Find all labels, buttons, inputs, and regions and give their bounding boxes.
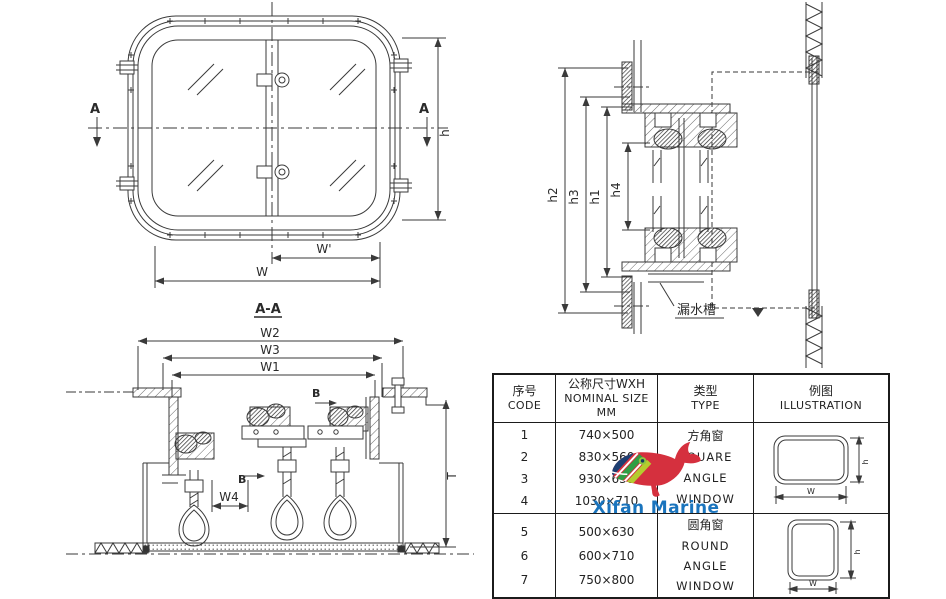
clamp-left — [174, 431, 215, 547]
header-size-en: NOMINAL SIZE — [564, 392, 649, 405]
type-en-line: ANGLE — [683, 559, 728, 573]
size-value: 740×500 — [578, 428, 635, 442]
header-size-unit: MM — [596, 406, 617, 419]
dim-w4-label: W4 — [219, 490, 239, 504]
illus-dim-h: h — [853, 549, 862, 554]
aa-title: A-A — [255, 302, 281, 317]
header-code-zh: 序号 — [512, 384, 537, 398]
header-type: 类型 TYPE — [658, 375, 754, 423]
type-zh: 圆角窗 — [687, 518, 724, 532]
hidden-plating — [711, 71, 818, 309]
type-en-line: ROUND — [681, 539, 730, 553]
code-value: 2 — [520, 450, 529, 464]
drain-label: 漏水槽 — [677, 302, 716, 318]
dim-w1-label: W1 — [260, 360, 280, 374]
illustration-round-window: h W — [754, 514, 888, 597]
type-en-line: WINDOW — [676, 579, 735, 593]
header-illus-zh: 例图 — [808, 384, 833, 398]
sizes-group-2: 500×630 600×710 750×800 — [556, 514, 658, 597]
weld-mark — [752, 308, 764, 317]
type-en-line: ANGLE — [683, 471, 728, 485]
front-view-drawing: A A h W' W — [88, 2, 452, 288]
code-value: 5 — [520, 524, 529, 539]
header-type-en: TYPE — [691, 399, 720, 412]
size-value: 1030×710 — [574, 494, 639, 508]
dim-w-prime — [272, 242, 381, 288]
section-cut-markers: A A — [90, 102, 431, 147]
type-en-line: SQUARE — [678, 450, 733, 464]
clamp-right — [307, 405, 369, 541]
header-illus-en: ILLUSTRATION — [779, 399, 863, 412]
ship-wall — [804, 2, 824, 368]
size-value: 750×800 — [578, 572, 635, 587]
code-value: 1 — [520, 428, 529, 442]
spec-table: 序号 CODE 公称尺寸WXH NOMINAL SIZE MM 类型 TYPE … — [492, 373, 890, 599]
size-value: 500×630 — [578, 524, 635, 539]
glass-marks — [187, 63, 366, 192]
illus-dim-h: h — [861, 459, 870, 464]
drain-channel — [648, 273, 712, 307]
clamp-middle — [241, 403, 307, 541]
codes-group-1: 1 2 3 4 — [494, 423, 556, 514]
header-type-zh: 类型 — [693, 384, 718, 398]
section-view-drawing: 漏水槽 h2 h3 h1 h4 — [546, 2, 824, 368]
dim-h1-label: h1 — [588, 189, 602, 204]
header-code-en: CODE — [507, 399, 542, 412]
dim-w3-label: W3 — [260, 343, 280, 357]
type-en-line: WINDOW — [676, 492, 735, 506]
frame-box — [142, 462, 404, 552]
dim-w4 — [211, 480, 249, 512]
size-value: 830×560 — [578, 450, 635, 464]
centerlines — [88, 2, 448, 264]
dim-w-label: W — [256, 265, 268, 279]
header-illustration: 例图 ILLUSTRATION — [754, 375, 888, 423]
type-group-1: 方角窗 SQUARE ANGLE WINDOW — [658, 423, 754, 514]
aa-section-drawing: A-A W2 W3 W1 — [66, 302, 474, 555]
dim-h2-label: h2 — [546, 187, 560, 202]
b-label-bottom: B — [238, 473, 246, 486]
coaming-bottom — [614, 275, 652, 334]
code-value: 7 — [520, 572, 529, 587]
header-size: 公称尺寸WXH NOMINAL SIZE MM — [556, 375, 658, 423]
code-value: 4 — [520, 494, 529, 508]
illus-dim-w: W — [807, 487, 815, 496]
illustration-square-window: h W — [754, 423, 888, 514]
dim-w — [154, 246, 380, 288]
width-dims — [137, 337, 404, 397]
cut-label-a-right: A — [419, 102, 429, 117]
dim-h4-label: h4 — [609, 182, 623, 197]
dim-h-label: h — [438, 129, 452, 137]
cut-label-a-left: A — [90, 102, 100, 117]
dim-w2-label: W2 — [260, 326, 280, 340]
illus-dim-w: W — [809, 579, 817, 588]
dim-t-label: T — [445, 472, 459, 481]
code-value: 6 — [520, 548, 529, 563]
dim-w-prime-label: W' — [316, 242, 331, 256]
header-size-zh: 公称尺寸WXH — [567, 377, 646, 391]
size-value: 600×710 — [578, 548, 635, 563]
codes-group-2: 5 6 7 — [494, 514, 556, 597]
coaming-top — [614, 40, 652, 112]
dim-h — [402, 37, 446, 221]
b-label-top: B — [312, 387, 320, 400]
deck-plating — [66, 542, 474, 555]
code-value: 3 — [520, 472, 529, 486]
frame-profiles — [621, 103, 738, 272]
hinge-blocks — [116, 58, 412, 193]
round-window-illustration: h W — [787, 518, 862, 594]
dim-h3-label: h3 — [567, 189, 581, 204]
b-markers: B B — [238, 387, 337, 486]
header-code: 序号 CODE — [494, 375, 556, 423]
type-zh: 方角窗 — [687, 429, 724, 443]
size-value: 930×630 — [578, 472, 635, 486]
mullion-bolts — [256, 72, 290, 180]
bolt-marks — [128, 18, 397, 238]
sizes-group-1: 740×500 830×560 930×630 1030×710 — [556, 423, 658, 514]
type-group-2: 圆角窗 ROUND ANGLE WINDOW — [658, 514, 754, 597]
dim-lines — [558, 67, 650, 314]
glass-panes — [652, 118, 709, 258]
square-window-illustration: h W — [773, 435, 870, 504]
